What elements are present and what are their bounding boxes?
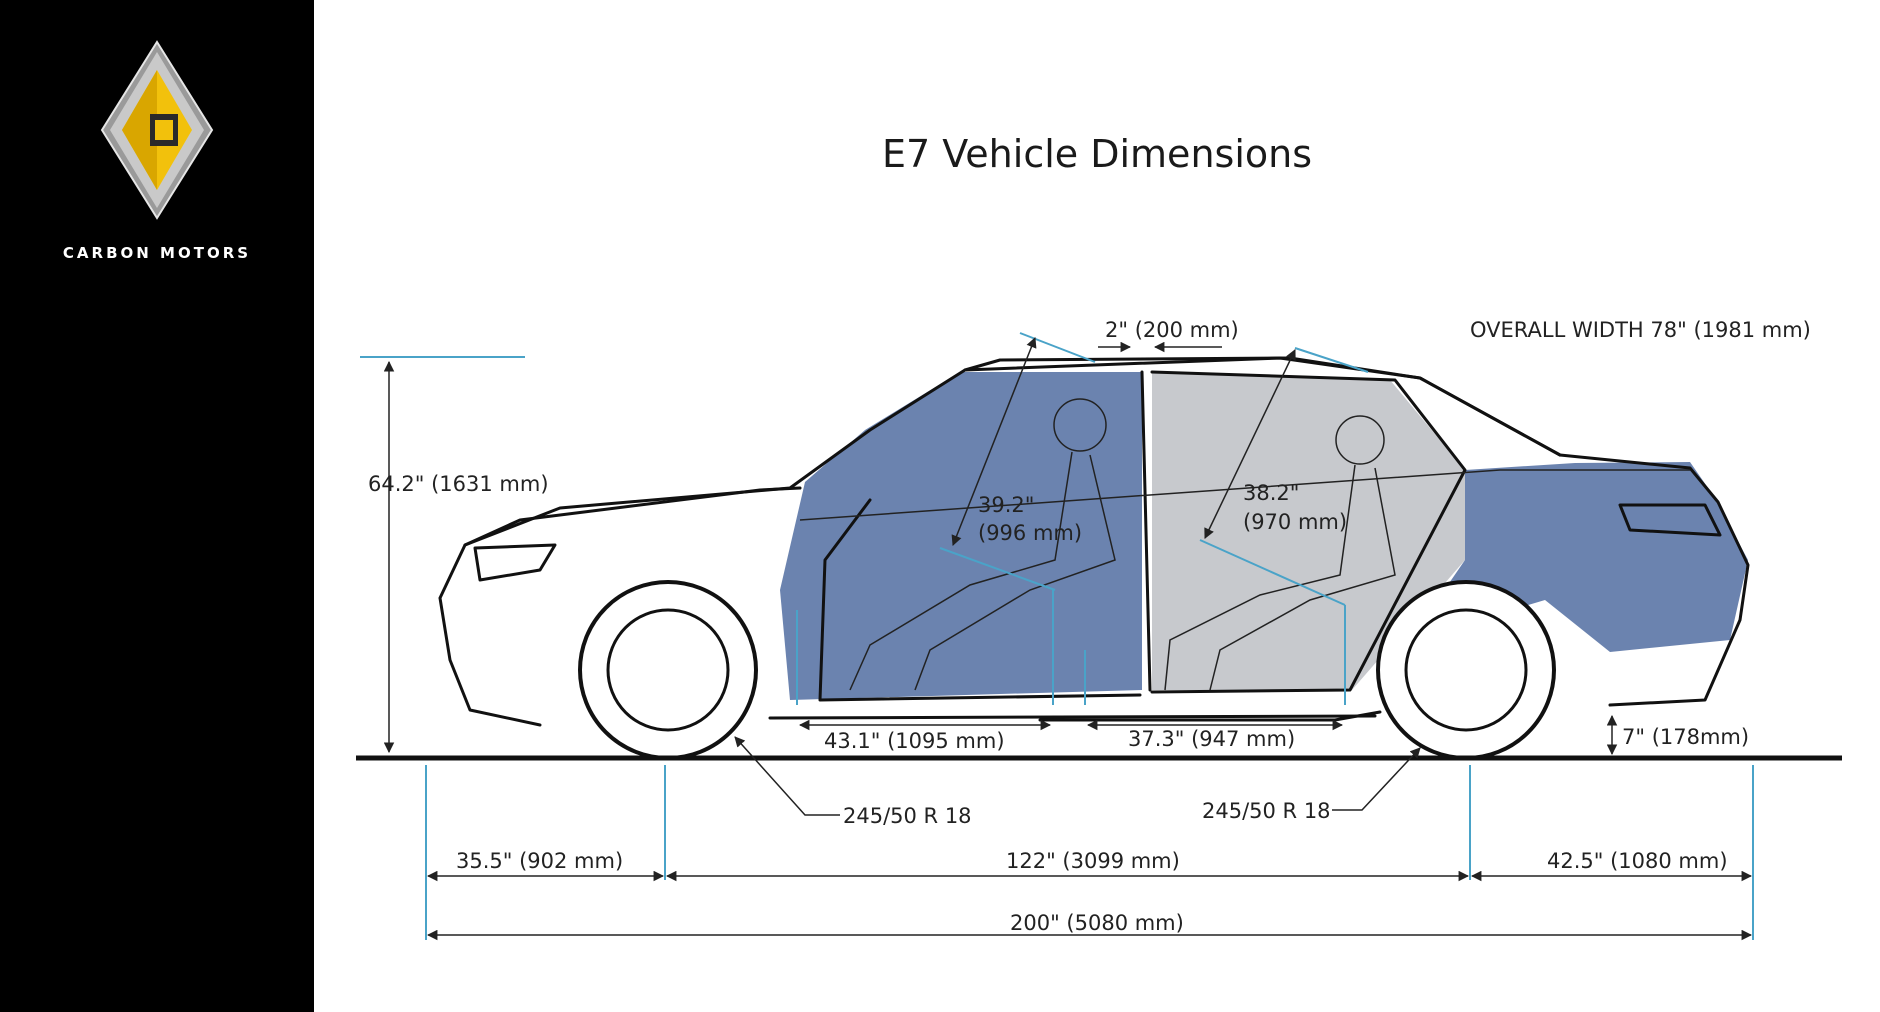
ground-clearance-label: 7" (178mm) <box>1622 725 1749 749</box>
rear-wheel <box>1376 580 1556 760</box>
front-tire-leader <box>734 736 840 816</box>
rear-headroom-in-label: 38.2" <box>1243 481 1299 505</box>
hood-line <box>463 486 802 547</box>
rocker-line <box>768 714 1377 720</box>
front-wheel <box>578 580 758 760</box>
rear-legroom-label: 37.3" (947 mm) <box>1128 727 1295 751</box>
front-headroom-in-label: 39.2" <box>978 493 1034 517</box>
rear-headroom-dim-line <box>1204 349 1296 539</box>
front-legroom-label: 43.1" (1095 mm) <box>824 729 1005 753</box>
b-pillar <box>1140 370 1152 692</box>
brand-name: CARBON MOTORS <box>62 244 252 262</box>
front-interior-shade <box>780 372 1142 700</box>
front-occupant <box>849 398 1116 691</box>
overall-width-label: OVERALL WIDTH 78" (1981 mm) <box>1470 318 1811 342</box>
carbon-motors-logo-icon <box>100 40 214 220</box>
rear-door-line <box>1150 370 1467 694</box>
page-title: E7 Vehicle Dimensions <box>881 132 1313 176</box>
tail-light <box>1618 503 1722 537</box>
front-seat-guide <box>939 547 1056 591</box>
rear-seat-guide <box>1199 539 1346 606</box>
front-overhang-label: 35.5" (902 mm) <box>456 849 623 873</box>
front-door-line <box>818 498 1142 702</box>
brand-sidebar: CARBON MOTORS <box>0 0 314 1012</box>
rear-occupant <box>1164 415 1396 691</box>
rear-overhang-label: 42.5" (1080 mm) <box>1547 849 1728 873</box>
wheelbase-label: 122" (3099 mm) <box>1006 849 1180 873</box>
headlight <box>473 543 557 582</box>
rear-tire-leader <box>1332 747 1421 811</box>
rear-headroom-mm-label: (970 mm) <box>1243 510 1347 534</box>
front-headroom-mm-label: (996 mm) <box>978 521 1082 545</box>
front-tire-label: 245/50 R 18 <box>843 804 972 828</box>
height-label: 64.2" (1631 mm) <box>368 472 549 496</box>
front-headroom-dim-line <box>951 337 1037 546</box>
roof-gap-label: 2" (200 mm) <box>1105 318 1239 342</box>
rear-tire-label: 245/50 R 18 <box>1202 799 1331 823</box>
rear-headroom-guide <box>1294 347 1369 373</box>
overall-length-label: 200" (5080 mm) <box>1010 911 1184 935</box>
